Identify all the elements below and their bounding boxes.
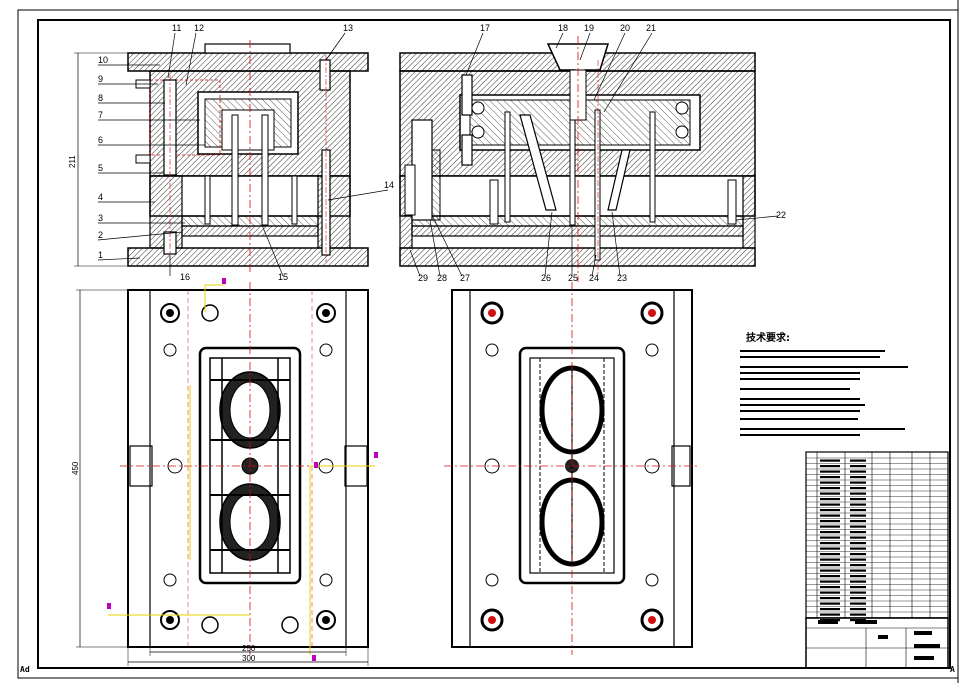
part-label: 29 [418,273,428,283]
part-label: 22 [776,210,786,220]
part-label: 10 [98,55,108,65]
part-label: 14 [384,180,394,190]
part-label: 16 [180,272,190,282]
part-label: 9 [98,74,103,84]
part-label: 5 [98,163,103,173]
dimension-label: 211 [68,155,77,168]
part-label: 24 [589,273,599,283]
part-label: 18 [558,23,568,33]
dimension-label: 450 [71,461,80,475]
dimension-height-plan: 450 [71,289,128,648]
title-block [805,617,949,669]
dimension-widths: 250 300 [127,644,369,666]
part-label: 12 [194,23,204,33]
leader-lines-right [409,32,779,277]
part-label: 11 [172,23,181,33]
part-label: 17 [480,23,490,33]
part-label: 27 [460,273,470,283]
section-view-right [399,36,756,282]
dimension-label: 300 [242,654,256,663]
part-label: 1 [98,250,103,260]
part-label: 20 [620,23,630,33]
part-label: 21 [646,23,656,33]
part-label: 8 [98,93,103,103]
part-label: 15 [278,272,288,282]
plan-view-moving-half [444,282,700,655]
part-label: 23 [617,273,627,283]
part-label: 28 [437,273,447,283]
technical-requirements: 技术要求: [740,331,908,436]
section-view-left [127,40,369,275]
part-label: 2 [98,230,103,240]
technical-requirements-title: 技术要求: [746,331,790,344]
part-label: 6 [98,135,103,145]
part-labels-left: 11 12 13 10 9 8 7 6 5 4 3 2 1 16 15 14 [98,23,394,282]
part-label: 3 [98,213,103,223]
dimension-height-top: 211 [68,52,128,267]
part-label: 4 [98,192,103,202]
corner-mark-bottom-right: A [950,665,955,674]
part-label: 7 [98,110,103,120]
plan-view-fixed-half [107,278,378,661]
part-label: 26 [541,273,551,283]
part-labels-right: 17 18 19 20 21 22 29 28 27 26 25 24 23 [418,23,786,283]
part-label: 13 [343,23,353,33]
corner-mark-bottom-left: Ad [20,665,30,674]
dimension-label: 250 [242,644,256,653]
leader-lines-left [97,32,389,277]
sheet-inner-border [37,19,951,669]
part-label: 19 [584,23,594,33]
parts-list-table [805,451,949,622]
part-label: 25 [568,273,578,283]
